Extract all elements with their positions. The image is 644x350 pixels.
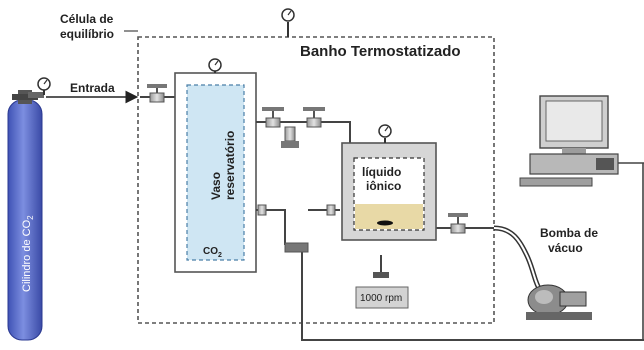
stir-bar bbox=[377, 220, 393, 226]
outlet-valve-icon bbox=[448, 213, 468, 234]
reservoir-label: Vaso reservatório bbox=[209, 131, 237, 200]
cylinder-pressure-gauge-icon bbox=[37, 77, 51, 95]
left-cell-valve-icon bbox=[257, 204, 267, 216]
stirrer-speed-label: 1000 rpm bbox=[360, 293, 402, 304]
bath-label: Banho Termostatizado bbox=[300, 43, 461, 60]
valve-cluster-icon bbox=[262, 107, 325, 148]
gas-cylinder-icon bbox=[7, 90, 44, 341]
cylinder-label: Cilindro de CO2 bbox=[21, 215, 35, 292]
cell-pressure-gauge-icon bbox=[378, 124, 392, 143]
inlet-valve-icon bbox=[140, 84, 175, 103]
ionic-liquid-label: líquido iônico bbox=[362, 165, 405, 193]
reservoir-inner bbox=[186, 84, 245, 261]
right-cell-valve-icon bbox=[326, 204, 336, 216]
reservoir-pressure-gauge-icon bbox=[208, 58, 222, 73]
cell-label: Célula de equilíbrio bbox=[60, 12, 117, 41]
ionic-liquid-level bbox=[355, 204, 423, 229]
reservoir-gas-label: CO2 bbox=[203, 246, 222, 259]
computer-icon bbox=[519, 95, 619, 187]
bath-pressure-gauge-icon bbox=[281, 8, 295, 37]
vacuum-pump-icon bbox=[526, 284, 592, 320]
vacuum-pump-label: Bomba de vácuo bbox=[540, 226, 601, 255]
magnetic-stirrer-icon bbox=[355, 255, 409, 309]
thermostatic-bath bbox=[137, 36, 495, 324]
bottom-junction-valve-icon bbox=[284, 242, 309, 253]
inlet-label: Entrada bbox=[70, 81, 115, 95]
